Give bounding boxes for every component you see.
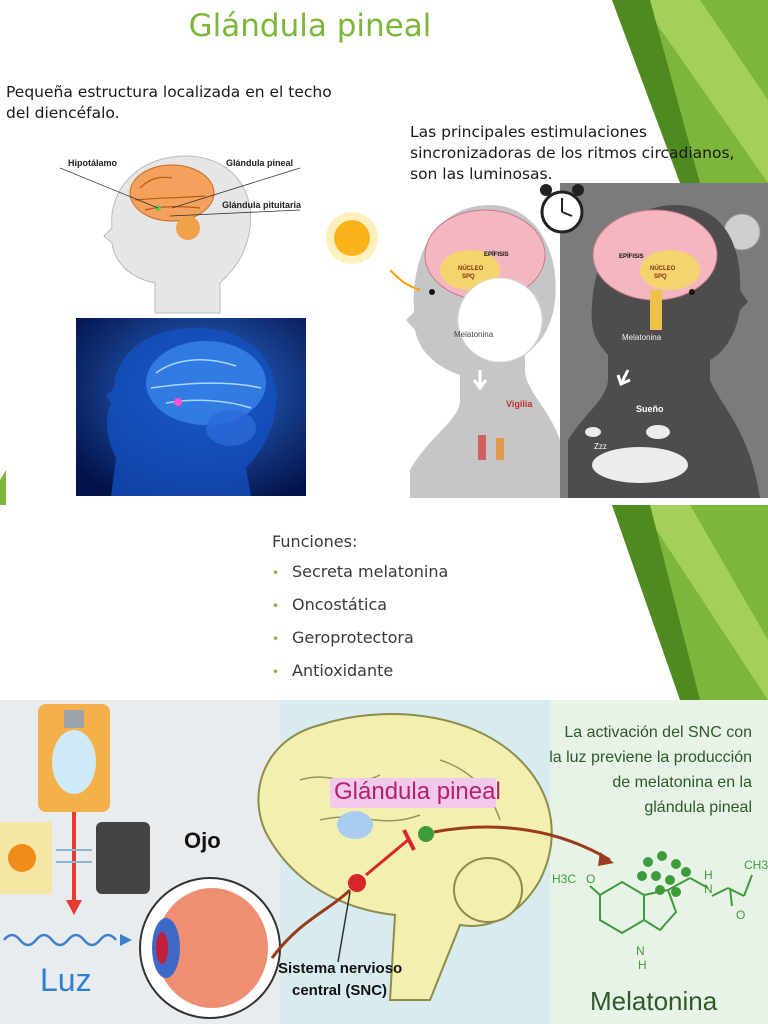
melatonin-molecule	[589, 874, 753, 935]
label-zzz: Zzz	[594, 442, 607, 451]
head-diagram	[60, 155, 301, 314]
bottom-pineal-label: Glándula pineal	[334, 778, 501, 805]
label-sueno: Sueño	[636, 404, 664, 414]
bullet-icon: •	[272, 632, 280, 646]
light-bulb-icon	[38, 704, 110, 812]
stimulation-text: Las principales estimulaciones sincroniz…	[410, 123, 735, 183]
bullet-icon: •	[272, 566, 280, 580]
moon-panel-icon	[96, 822, 150, 894]
label-epifisis-right: EPÍFISIS	[619, 254, 644, 260]
chem-h-top: H	[704, 868, 713, 882]
snc-label-line2: central (SNC)	[292, 982, 388, 999]
function-item: •Secreta melatonina	[272, 562, 449, 581]
chem-o: O	[586, 872, 596, 886]
bullet-icon: •	[272, 599, 280, 613]
chem-ch3: CH3	[744, 858, 768, 872]
eye-label: Ojo	[184, 828, 221, 853]
label-melatonina-left: Melatonina	[454, 330, 494, 339]
blue-brain-image	[76, 318, 306, 496]
alarm-clock-icon	[540, 184, 584, 234]
function-item: •Oncostática	[272, 595, 388, 614]
label-hypothalamus: Hipotálamo	[68, 158, 118, 168]
intro-text: Pequeña estructura localizada en el tech…	[6, 83, 332, 122]
chem-h3co: H3C	[552, 872, 577, 886]
melatonin-dots	[637, 851, 691, 897]
melatonin-label: Melatonina	[590, 986, 718, 1016]
eye-icon	[139, 877, 281, 1019]
bullet-icon: •	[272, 665, 280, 679]
label-pineal: Glándula pineal	[226, 158, 294, 168]
sun-panel-icon	[0, 822, 52, 894]
snc-label-line1: Sistema nervioso	[278, 960, 403, 977]
label-spq-right: SPQ	[654, 274, 667, 280]
label-pituitary: Glándula pituitaria	[222, 200, 302, 210]
chem-o-bottom: O	[736, 908, 746, 922]
label-nucleo-right: NÚCLEO	[650, 266, 676, 272]
activation-text: La activación del SNC con la luz previen…	[549, 724, 752, 816]
label-nucleo-left: NÚCLEO	[458, 266, 484, 272]
bottom-infographic	[0, 700, 768, 1024]
label-epifisis-left: EPÍFISIS	[484, 252, 509, 258]
function-item: •Antioxidante	[272, 661, 394, 680]
label-vigilia: Vigilia	[506, 399, 533, 409]
light-label: Luz	[40, 962, 92, 998]
functions-list: •Secreta melatonina •Oncostática •Geropr…	[272, 562, 448, 694]
function-item: •Geroprotectora	[272, 628, 414, 647]
chem-n: N	[704, 882, 713, 896]
circadian-diagram	[326, 183, 768, 498]
functions-title: Funciones:	[272, 532, 358, 551]
label-spq-left: SPQ	[462, 274, 475, 280]
chem-n-ring: N	[636, 944, 645, 958]
page-title: Glándula pineal	[188, 8, 432, 44]
sun-icon	[326, 212, 378, 264]
chem-h-ring: H	[638, 958, 647, 972]
label-melatonina-right: Melatonina	[622, 333, 662, 342]
